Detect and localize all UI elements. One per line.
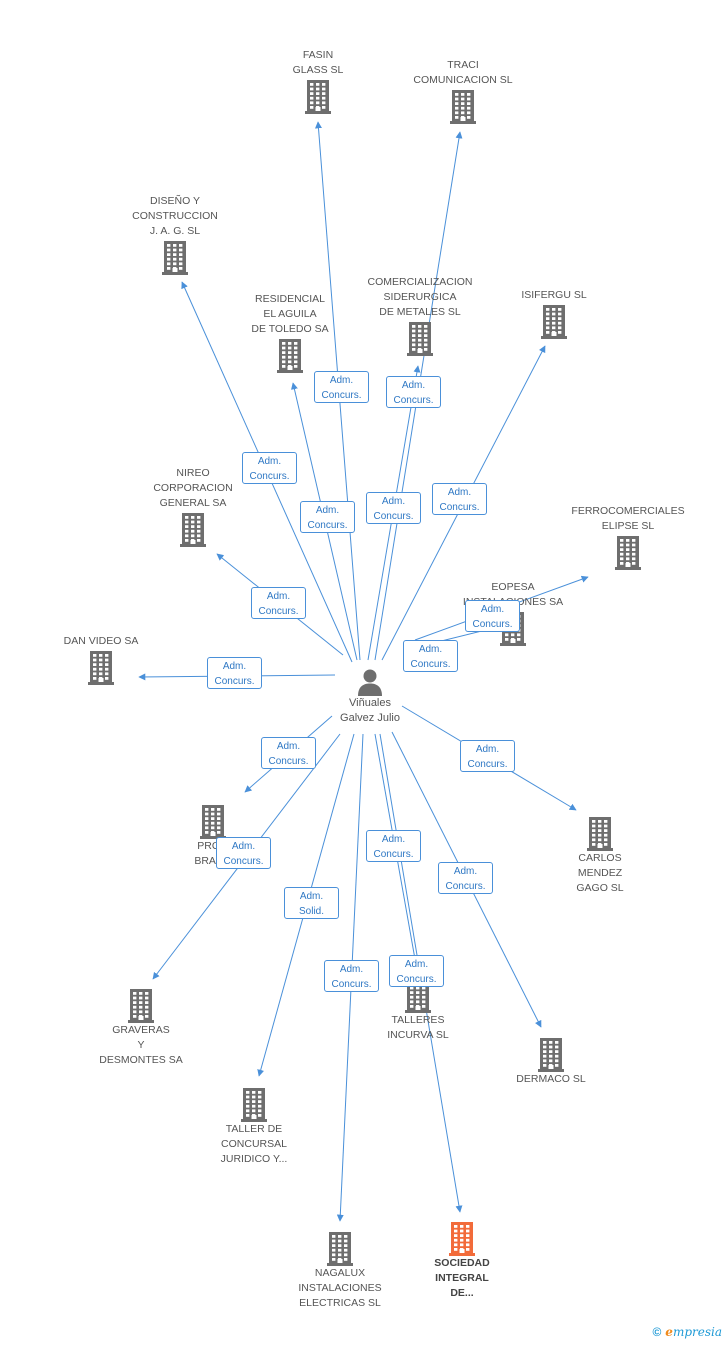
company-node-sociedad[interactable]: SOCIEDAD INTEGRAL DE...: [397, 1220, 527, 1301]
role-badge-graveras[interactable]: Adm. Concurs.: [216, 837, 271, 869]
role-badge-fasin[interactable]: Adm. Concurs.: [314, 371, 369, 403]
company-label: TALLER DE CONCURSAL JURIDICO Y...: [220, 1123, 288, 1165]
company-label: CARLOS MENDEZ GAGO SL: [576, 852, 624, 894]
role-badge-nireo[interactable]: Adm. Concurs.: [251, 587, 306, 619]
company-label: TRACI COMUNICACION SL: [413, 59, 513, 86]
building-icon: [449, 1222, 475, 1256]
company-label: FERROCOMERCIALES ELIPSE SL: [571, 505, 685, 532]
copyright-symbol: ©: [652, 1325, 662, 1339]
building-icon: [587, 817, 613, 851]
role-badge-nagalux[interactable]: Adm. Concurs.: [324, 960, 379, 992]
footer-brand: ©empresia: [652, 1325, 722, 1339]
company-node-ferrocomerciales[interactable]: FERROCOMERCIALES ELIPSE SL: [563, 504, 693, 570]
company-label: DISEÑO Y CONSTRUCCION J. A. G. SL: [132, 195, 218, 237]
role-badge-talleres[interactable]: Adm. Concurs.: [389, 955, 444, 987]
role-badge-sociedad[interactable]: Adm. Concurs.: [366, 830, 421, 862]
building-icon: [241, 1088, 267, 1122]
building-icon: [200, 805, 226, 839]
company-node-comercializacion[interactable]: COMERCIALIZACION SIDERURGICA DE METALES …: [355, 275, 485, 356]
building-icon: [162, 241, 188, 275]
company-node-carlos[interactable]: CARLOS MENDEZ GAGO SL: [535, 815, 665, 896]
role-badge-danvideo[interactable]: Adm. Concurs.: [207, 657, 262, 689]
company-label: FASIN GLASS SL: [292, 49, 344, 76]
role-badge-carlos[interactable]: Adm. Concurs.: [460, 740, 515, 772]
company-node-graveras[interactable]: GRAVERAS Y DESMONTES SA: [76, 987, 206, 1068]
role-badge-traci[interactable]: Adm. Concurs.: [366, 492, 421, 524]
brand-logo-e: e: [665, 1325, 673, 1339]
building-icon: [327, 1232, 353, 1266]
company-node-diseno[interactable]: DISEÑO Y CONSTRUCCION J. A. G. SL: [110, 194, 240, 275]
brand-name: mpresia: [672, 1325, 722, 1339]
building-icon: [450, 90, 476, 124]
company-node-taller[interactable]: TALLER DE CONCURSAL JURIDICO Y...: [189, 1086, 319, 1167]
company-node-nireo[interactable]: NIREO CORPORACION GENERAL SA: [128, 466, 258, 547]
building-icon: [277, 339, 303, 373]
role-badge-isifergu[interactable]: Adm. Concurs.: [432, 483, 487, 515]
building-icon: [541, 305, 567, 339]
company-label: DERMACO SL: [516, 1073, 586, 1085]
company-node-residencial[interactable]: RESIDENCIAL EL AGUILA DE TOLEDO SA: [225, 292, 355, 373]
company-label: TALLERES INCURVA SL: [387, 1014, 449, 1041]
building-icon: [305, 80, 331, 114]
company-label: DAN VIDEO SA: [63, 635, 139, 647]
role-badge-promociones[interactable]: Adm. Concurs.: [261, 737, 316, 769]
role-badge-diseno[interactable]: Adm. Concurs.: [242, 452, 297, 484]
company-node-traci[interactable]: TRACI COMUNICACION SL: [398, 58, 528, 124]
company-label: ISIFERGU SL: [521, 289, 587, 301]
role-badge-residencial[interactable]: Adm. Concurs.: [300, 501, 355, 533]
company-label: NIREO CORPORACION GENERAL SA: [153, 467, 233, 509]
role-badge-dermaco[interactable]: Adm. Concurs.: [438, 862, 493, 894]
company-node-dermaco[interactable]: DERMACO SL: [486, 1036, 616, 1087]
building-icon: [538, 1038, 564, 1072]
role-badge-comercializacion[interactable]: Adm. Concurs.: [386, 376, 441, 408]
building-icon: [88, 651, 114, 685]
company-node-talleres[interactable]: TALLERES INCURVA SL: [353, 977, 483, 1043]
company-label: NAGALUX INSTALACIONES ELECTRICAS SL: [298, 1267, 382, 1309]
role-badge-eopesa[interactable]: Adm. Concurs.: [403, 640, 458, 672]
building-icon: [407, 322, 433, 356]
company-node-fasin[interactable]: FASIN GLASS SL: [253, 48, 383, 114]
company-node-nagalux[interactable]: NAGALUX INSTALACIONES ELECTRICAS SL: [275, 1230, 405, 1311]
building-icon: [615, 536, 641, 570]
building-icon: [180, 513, 206, 547]
role-badge-ferrocomerciales[interactable]: Adm. Concurs.: [465, 600, 520, 632]
company-node-isifergu[interactable]: ISIFERGU SL: [489, 288, 619, 339]
building-icon: [128, 989, 154, 1023]
person-node[interactable]: Viñuales Galvez Julio: [310, 668, 430, 726]
company-node-danvideo[interactable]: DAN VIDEO SA: [36, 634, 166, 685]
person-icon: [358, 669, 382, 696]
company-label: RESIDENCIAL EL AGUILA DE TOLEDO SA: [251, 293, 329, 335]
company-label: COMERCIALIZACION SIDERURGICA DE METALES …: [367, 276, 473, 318]
person-name: Viñuales Galvez Julio: [340, 697, 400, 724]
role-badge-taller[interactable]: Adm. Solid.: [284, 887, 339, 919]
company-label: SOCIEDAD INTEGRAL DE...: [434, 1257, 490, 1299]
company-label: GRAVERAS Y DESMONTES SA: [99, 1024, 183, 1066]
